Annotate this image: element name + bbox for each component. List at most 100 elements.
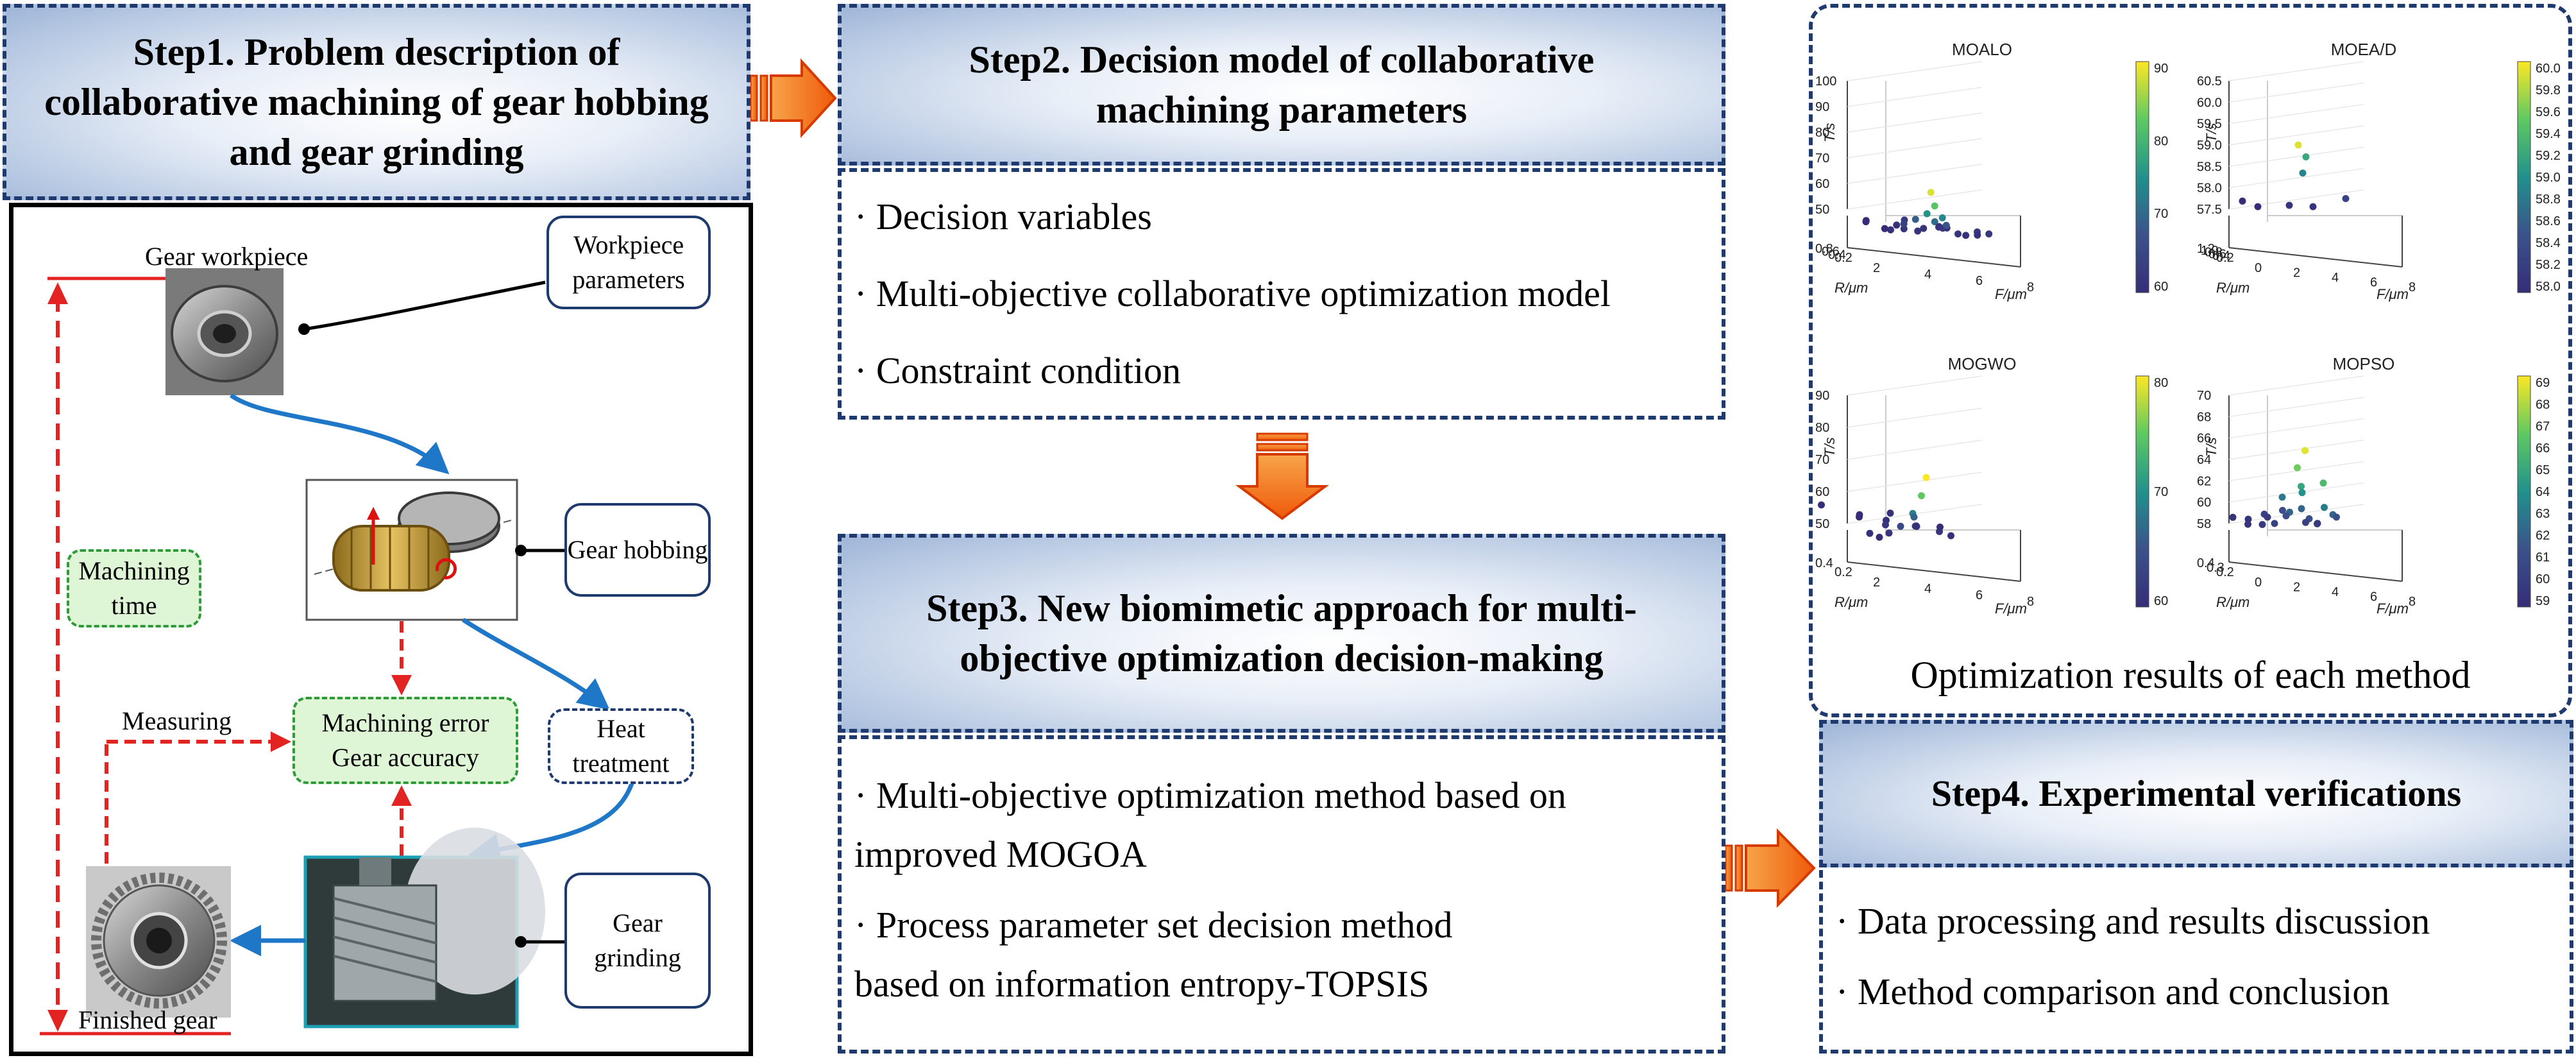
data-point	[2299, 169, 2307, 177]
results-panel	[1809, 4, 2572, 717]
data-point	[1920, 225, 1928, 232]
colorbar-tick-label: 61	[2536, 550, 2550, 565]
colorbar-tick-label: 58.8	[2536, 192, 2561, 207]
data-point	[1935, 223, 1943, 230]
colorbar-tick-label: 62	[2536, 529, 2550, 543]
x-axis-label: F/μm	[2377, 286, 2409, 302]
data-point	[1897, 522, 1904, 530]
colorbar-tick-label: 80	[2154, 134, 2168, 148]
data-point	[1910, 513, 1918, 521]
x-tick-label: 0	[2255, 261, 2262, 275]
colorbar-tick-label: 70	[2154, 207, 2168, 221]
gear-grinding-image	[303, 828, 545, 1028]
data-point	[2309, 203, 2317, 210]
x-tick-label: 8	[2027, 280, 2034, 294]
y-tick-label: 0.8	[1815, 242, 1833, 256]
z-tick-label: 64	[2197, 453, 2211, 467]
results-caption: Optimization results of each method	[1910, 654, 2471, 696]
x-tick-label: 6	[2370, 590, 2377, 604]
data-point	[2301, 447, 2309, 454]
data-point	[2319, 479, 2327, 487]
x-tick-label: 6	[2370, 276, 2377, 290]
data-point	[1927, 189, 1935, 196]
data-point	[2282, 512, 2290, 520]
data-point	[2298, 482, 2305, 490]
z-tick-label: 80	[1815, 126, 1829, 140]
step4-item-2: · Method comparison and conclusion	[1836, 971, 2390, 1012]
z-tick-label: 70	[2197, 389, 2211, 403]
step2-item-1: · Decision variables	[854, 196, 1152, 237]
machining-time-label: Machining time	[78, 556, 190, 620]
step2-content-box: · Decision variables · Multi-objective c…	[838, 168, 1725, 420]
data-point	[1818, 501, 1825, 509]
data-point	[2333, 513, 2340, 521]
data-point	[1881, 225, 1888, 232]
data-point	[1931, 218, 1938, 226]
z-tick-label: 59.5	[2197, 117, 2222, 132]
step2-item-2: · Multi-objective collaborative optimiza…	[854, 273, 1611, 314]
z-axis-label: T/s	[1822, 123, 1838, 142]
step3-content-box: · Multi-objective optimization method ba…	[838, 735, 1725, 1054]
data-point	[1942, 221, 1950, 229]
x-tick-label: 8	[2409, 280, 2416, 294]
y-tick-label: 0.4	[2212, 249, 2230, 263]
data-point	[2302, 153, 2310, 160]
y-tick-label: 0.2	[1835, 251, 1852, 265]
z-tick-label: 68	[2197, 410, 2211, 424]
data-point	[1914, 227, 1922, 235]
x-tick-label: 2	[2293, 581, 2300, 595]
step1-diagram-lines	[40, 268, 635, 1036]
colorbar-tick-label: 60	[2154, 280, 2168, 294]
plot-moalo	[1847, 61, 2149, 293]
z-tick-label: 58.0	[2197, 182, 2222, 196]
data-point	[2244, 520, 2251, 528]
step3-item-1-cont: improved MOGOA	[854, 833, 1147, 875]
colorbar-tick-label: 60	[2536, 572, 2550, 586]
step4-header: Step4. Experimental verifications	[1819, 720, 2573, 867]
data-point	[1893, 221, 1901, 229]
data-point	[2244, 515, 2252, 523]
data-point	[2239, 197, 2246, 205]
y-axis-label: R/μm	[1835, 594, 1868, 610]
z-tick-label: 59.0	[2197, 139, 2222, 153]
step2-item-3: · Constraint condition	[854, 350, 1182, 391]
x-tick-label: 8	[2409, 595, 2416, 609]
data-point	[1974, 232, 1981, 239]
colorbar-tick-label: 68	[2536, 398, 2550, 412]
y-tick-label: 0.6	[1822, 245, 1840, 259]
data-point	[2342, 195, 2350, 202]
z-axis-label: T/s	[2203, 123, 2219, 142]
step3-title: Step3. New biomimetic approach for multi…	[926, 587, 1637, 679]
step1-title: Step1. Problem description of collaborat…	[44, 31, 709, 173]
z-tick-label: 50	[1815, 203, 1829, 217]
plot-title: MOALO	[1952, 40, 2012, 59]
x-tick-label: 6	[1976, 588, 1983, 602]
plot-mogwo	[1818, 375, 2149, 608]
colorbar-tick-label: 90	[2154, 62, 2168, 76]
gear-accuracy-label: Gear accuracy	[332, 743, 479, 772]
step4-content-box: · Data processing and results discussion…	[1819, 870, 2573, 1054]
colorbar	[2517, 61, 2531, 293]
data-point	[2298, 505, 2305, 513]
data-point	[1954, 230, 1962, 238]
gear-hobbing-label: Gear hobbing	[567, 535, 708, 564]
data-point	[1922, 474, 1930, 481]
z-tick-label: 70	[1815, 453, 1829, 467]
x-tick-label: 2	[1873, 261, 1880, 275]
data-point	[2294, 141, 2302, 149]
workpiece-parameters-label: Workpiece parameters	[572, 230, 685, 294]
step3-item-2-cont: based on information entropy-TOPSIS	[854, 963, 1430, 1005]
data-point	[2321, 504, 2328, 511]
x-axis-label: F/μm	[1995, 286, 2027, 302]
machining-error-box: Machining error Gear accuracy	[292, 697, 518, 784]
colorbar-tick-label: 69	[2536, 376, 2550, 390]
data-point	[1911, 216, 1919, 223]
gear-hobbing-image	[305, 479, 518, 621]
arrow-step2-to-step3	[1235, 432, 1330, 520]
colorbar-tick-label: 58.4	[2536, 236, 2561, 250]
x-tick-label: 6	[1976, 274, 1983, 288]
data-point	[1913, 523, 1920, 530]
finished-gear-image	[86, 866, 231, 1018]
x-axis-label: F/μm	[1995, 601, 2027, 617]
data-point	[1862, 217, 1870, 225]
